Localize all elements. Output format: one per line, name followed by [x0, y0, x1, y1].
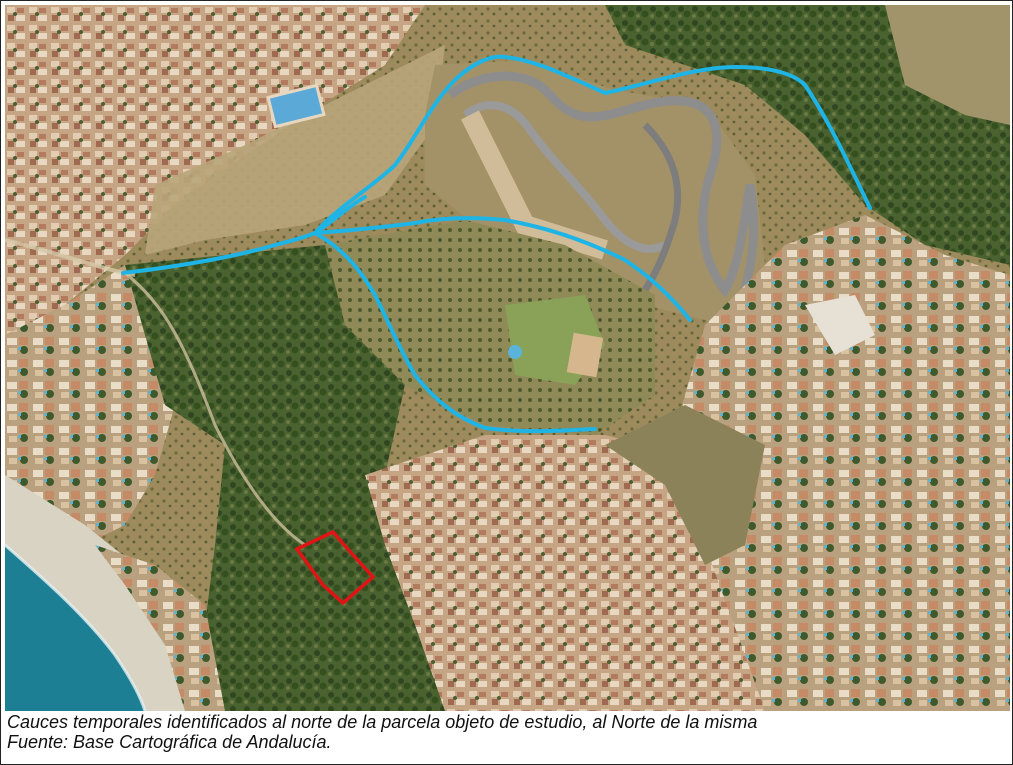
- dirt-path: [124, 271, 306, 547]
- serpentine-road-inner: [462, 101, 667, 253]
- caption-source: Fuente: Base Cartográfica de Andalucía.: [7, 732, 332, 752]
- study-parcel[interactable]: [294, 529, 376, 606]
- urban-area-east: [665, 215, 1010, 711]
- pool: [266, 83, 326, 129]
- white-complex: [805, 295, 875, 355]
- stream-middle-branch: [313, 216, 692, 322]
- temporary-streams: [121, 54, 872, 434]
- urban-area-south: [365, 435, 765, 711]
- stream-south-branch: [313, 231, 597, 434]
- serpentine-road-outer: [447, 71, 759, 307]
- bare-hill-northeast: [885, 5, 1010, 125]
- villa: [566, 332, 604, 378]
- aerial-map-svg: [5, 5, 1010, 711]
- aerial-map[interactable]: [5, 5, 1010, 711]
- beachfront-buildings: [95, 545, 225, 711]
- stream-west-trunk: [121, 231, 317, 275]
- villa-pool: [508, 345, 522, 359]
- bare-slope: [145, 45, 445, 255]
- sea: [5, 545, 145, 711]
- serpentine-road-south: [642, 122, 682, 292]
- shoreline: [5, 543, 147, 711]
- vegetation-central-west: [125, 245, 405, 485]
- terraced-hill: [605, 405, 765, 565]
- caption-line-1: Cauces temporales identificados al norte…: [7, 712, 758, 732]
- central-hill: [425, 60, 765, 325]
- stream-north-arc: [313, 54, 872, 235]
- urban-area-west: [5, 265, 175, 565]
- figure-caption: Cauces temporales identificados al norte…: [7, 712, 1010, 752]
- stream-east-branch: [313, 195, 367, 235]
